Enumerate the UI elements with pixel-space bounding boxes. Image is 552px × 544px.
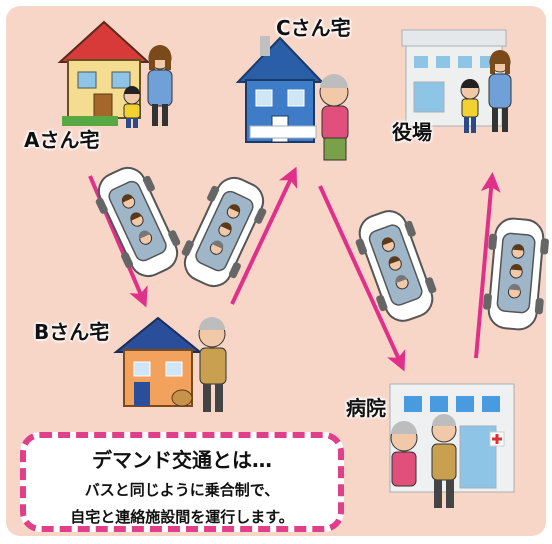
town-office-icon bbox=[401, 29, 512, 133]
van-icon bbox=[480, 215, 552, 333]
house-b-icon bbox=[113, 316, 227, 412]
house-c-icon bbox=[235, 36, 349, 161]
hospital-label: 病院 bbox=[346, 396, 386, 420]
route-arrow-icon bbox=[318, 185, 406, 372]
house-a-icon bbox=[57, 20, 173, 128]
callout-line-2: 自宅と連絡施設間を運行します。 bbox=[70, 508, 294, 526]
callout-line-1: バスと同じように乗合制で、 bbox=[84, 481, 280, 499]
route-arrow-icon bbox=[230, 166, 298, 305]
town-office-label: 役場 bbox=[392, 120, 432, 144]
callout-title: デマンド交通とは… bbox=[92, 448, 272, 472]
house-b-label: Bさん宅 bbox=[34, 320, 110, 344]
dog-icon bbox=[171, 389, 193, 407]
callout-box: デマンド交通とは… バスと同じように乗合制で、 自宅と連絡施設間を運行します。 bbox=[20, 432, 344, 532]
house-c-label: Cさん宅 bbox=[276, 16, 351, 40]
house-a-label: Aさん宅 bbox=[24, 128, 100, 152]
hospital-icon bbox=[389, 383, 515, 508]
route-arrow-icon bbox=[474, 172, 501, 359]
